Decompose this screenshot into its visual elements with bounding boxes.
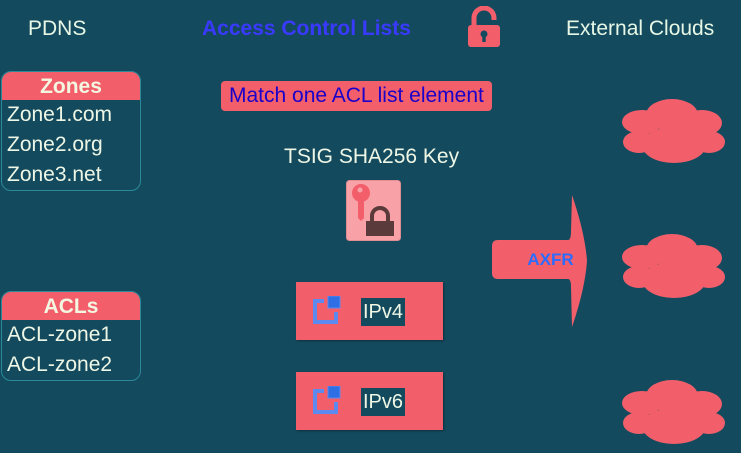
acl-item: ACL-zone1: [7, 323, 113, 346]
unlocked-padlock-icon: [466, 5, 502, 53]
ipv6-box: IPv6: [296, 372, 443, 430]
ipv4-label: IPv4: [361, 298, 406, 326]
window-expand-icon: [313, 386, 341, 414]
acl-item: ACL-zone2: [7, 353, 113, 376]
zones-card: Zones Zone1.com Zone2.org Zone3.net: [1, 71, 141, 191]
arrow-right-icon: [492, 195, 587, 327]
tsig-label: TSIG SHA256 Key: [284, 145, 460, 168]
acls-card: ACLs ACL-zone1 ACL-zone2: [1, 291, 141, 381]
ipv6-label: IPv6: [361, 388, 406, 416]
zone-item: Zone3.net: [7, 163, 102, 186]
axfr-arrow: AXFR: [490, 195, 592, 327]
cloud-icon: [617, 97, 727, 172]
acls-card-title: ACLs: [2, 292, 140, 320]
ipv4-box: IPv4: [296, 282, 443, 340]
external-clouds-heading: External Clouds: [566, 17, 715, 40]
acl-heading: Access Control Lists: [202, 17, 411, 40]
window-expand-icon: [313, 296, 341, 324]
cloud-icon: [617, 232, 727, 307]
match-acl-label: Match one ACL list element: [221, 81, 492, 111]
cloud-icon: [617, 378, 727, 453]
key-lock-icon: [346, 180, 401, 246]
axfr-label: AXFR: [527, 250, 574, 269]
zone-item: Zone1.com: [7, 103, 113, 126]
zones-card-title: Zones: [2, 72, 140, 100]
pdns-heading: PDNS: [28, 17, 87, 40]
zone-item: Zone2.org: [7, 133, 103, 156]
